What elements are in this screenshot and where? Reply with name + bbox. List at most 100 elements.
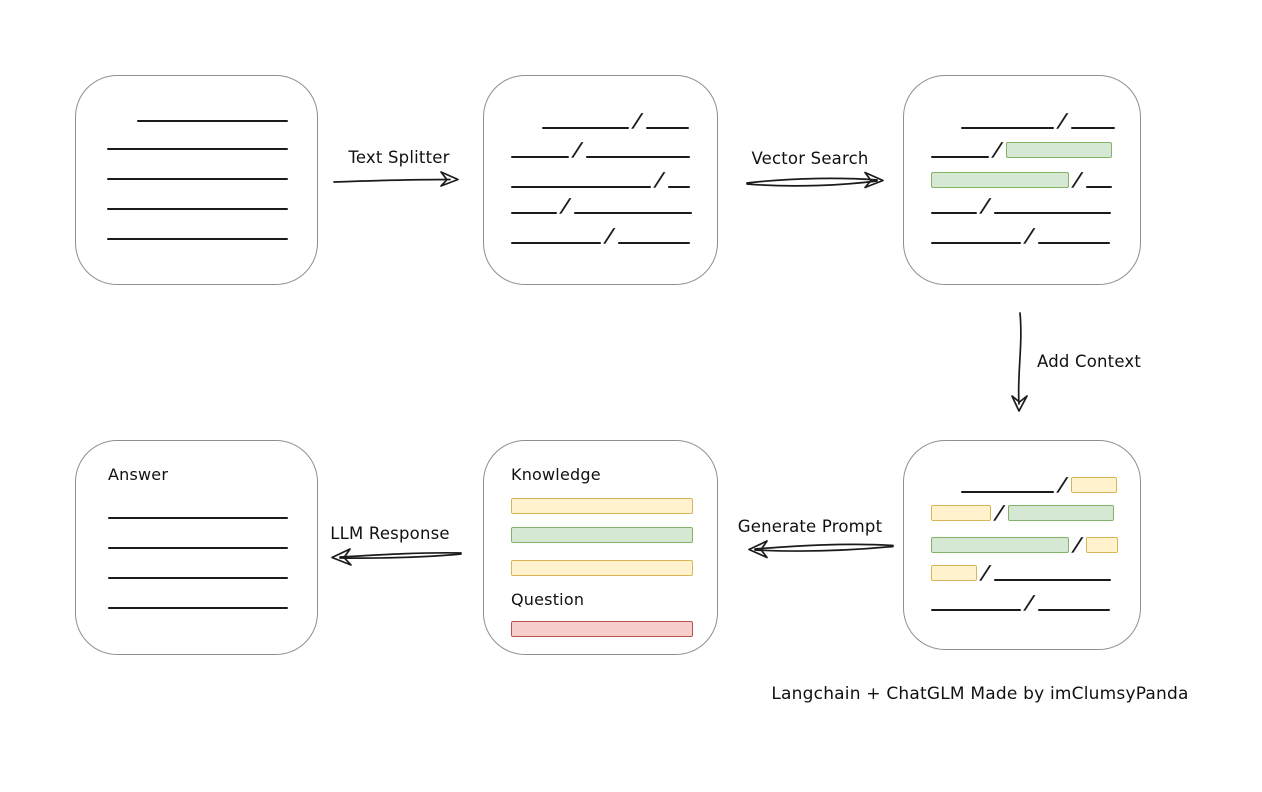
box-label: Question [511, 590, 585, 609]
content-row: / [931, 139, 1140, 161]
text-splitter-arrow [333, 171, 459, 187]
box-label: Knowledge [511, 465, 601, 484]
content-row: / [931, 534, 1140, 556]
indent-spacer [931, 492, 961, 493]
content-row: Answer [108, 465, 317, 485]
text-line [931, 242, 1021, 244]
slash-separator: / [980, 195, 991, 217]
content-row [511, 620, 717, 637]
text-line [542, 127, 629, 129]
highlight-bar-yellow [1085, 537, 1118, 553]
text-line [108, 607, 288, 609]
highlight-bar-yellow [511, 498, 693, 514]
text-line [107, 178, 288, 180]
text-line [108, 577, 288, 579]
slash-separator: / [980, 562, 991, 584]
text-line [667, 186, 690, 188]
content-row [108, 562, 317, 579]
context-added-text-box: / / / / / [903, 440, 1141, 650]
indent-spacer [107, 121, 137, 122]
content-row: / [511, 139, 717, 161]
add-context-label: Add Context [1037, 352, 1142, 371]
text-line [1070, 127, 1115, 129]
vector-matched-text-box: / / / / / [903, 75, 1141, 285]
text-line [573, 212, 692, 214]
slash-separator: / [1024, 225, 1035, 247]
highlight-bar-green [511, 527, 693, 543]
text-line [108, 517, 288, 519]
highlight-bar-green [1007, 505, 1114, 521]
content-row: / [931, 110, 1140, 132]
content-row: / [931, 169, 1140, 191]
slash-separator: / [632, 110, 643, 132]
content-row [511, 526, 717, 543]
text-line [511, 156, 569, 158]
text-line [1085, 186, 1112, 188]
text-line [108, 547, 288, 549]
text-line [961, 127, 1054, 129]
content-row: / [511, 225, 717, 247]
slash-separator: / [560, 195, 571, 217]
highlight-bar-green [931, 172, 1069, 188]
content-row: / [511, 110, 717, 132]
text-line [107, 238, 288, 240]
slash-separator: / [994, 502, 1005, 524]
slash-separator: / [1057, 474, 1068, 496]
content-row [108, 532, 317, 549]
text-line [1037, 609, 1110, 611]
text-line [137, 120, 288, 122]
content-row: / [931, 592, 1140, 614]
indent-spacer [931, 128, 961, 129]
content-row [108, 592, 317, 609]
add-context-arrow [1011, 312, 1028, 412]
content-row: / [931, 474, 1140, 496]
llm-response-arrow [331, 548, 462, 566]
text-line [931, 212, 977, 214]
answer-box: Answer [75, 440, 318, 655]
content-row: / [931, 502, 1140, 524]
slash-separator: / [1072, 169, 1083, 191]
slash-separator: / [604, 225, 615, 247]
content-row [511, 497, 717, 514]
text-line [511, 212, 557, 214]
vector-search-label: Vector Search [751, 149, 869, 168]
generate-prompt-label: Generate Prompt [737, 517, 883, 536]
text-line [993, 212, 1111, 214]
content-row [107, 133, 317, 150]
content-row: Knowledge [511, 465, 717, 485]
content-row [107, 193, 317, 210]
text-line [585, 156, 690, 158]
highlight-bar-yellow [1070, 477, 1117, 493]
text-line [511, 242, 601, 244]
text-line [645, 127, 689, 129]
slash-separator: / [654, 169, 665, 191]
highlight-bar-yellow [931, 505, 991, 521]
content-row: Question [511, 590, 717, 610]
slash-separator: / [572, 139, 583, 161]
content-row: / [931, 562, 1140, 584]
content-row: / [511, 195, 717, 217]
slash-separator: / [1072, 534, 1083, 556]
generate-prompt-arrow [748, 540, 894, 559]
llm-response-label: LLM Response [330, 524, 450, 543]
content-row: / [931, 195, 1140, 217]
highlight-bar-yellow [511, 560, 693, 576]
box-label: Answer [108, 465, 169, 484]
source-document-box [75, 75, 318, 285]
content-row [107, 223, 317, 240]
text-line [931, 156, 989, 158]
text-line [993, 579, 1111, 581]
text-line [1037, 242, 1110, 244]
indent-spacer [511, 128, 542, 129]
text-line [931, 609, 1021, 611]
text-splitter-label: Text Splitter [348, 148, 450, 167]
slash-separator: / [1024, 592, 1035, 614]
vector-search-arrow [746, 171, 884, 189]
content-row [107, 105, 317, 122]
content-row: / [511, 169, 717, 191]
slash-separator: / [1057, 110, 1068, 132]
highlight-bar-red [511, 621, 693, 637]
content-row [107, 163, 317, 180]
